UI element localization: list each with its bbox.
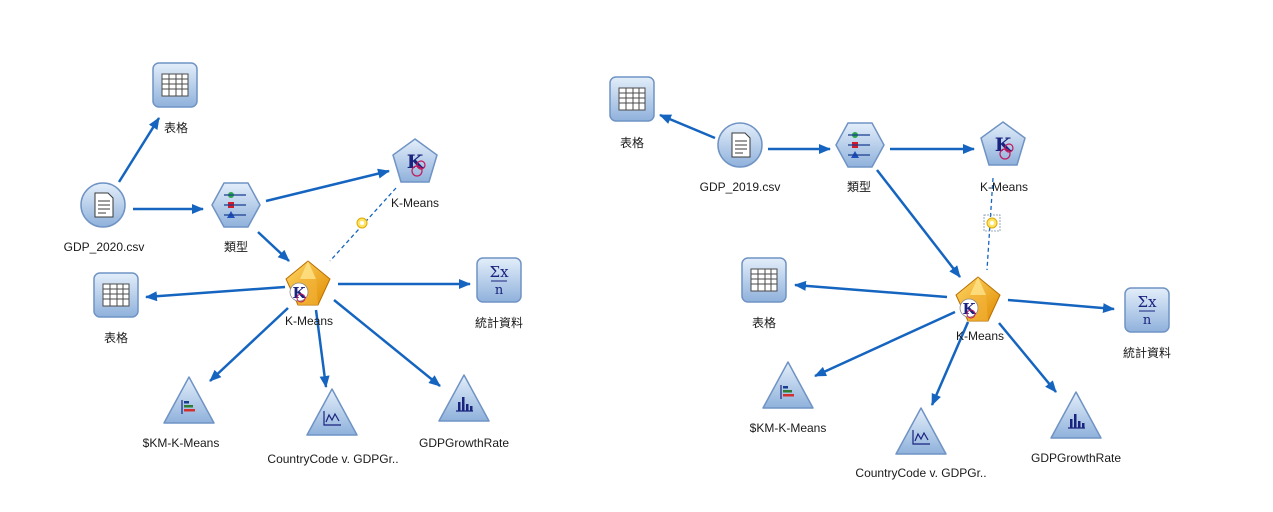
edge-nugget-to-dist xyxy=(209,307,289,382)
type-node-label: 類型 xyxy=(223,240,249,254)
histogram-graph-icon[interactable] xyxy=(1050,391,1102,439)
kmeans-model-nugget-icon[interactable] xyxy=(285,260,331,306)
statistics-node-label: 統計資料 xyxy=(474,316,524,330)
distribution-graph-icon[interactable] xyxy=(163,376,215,424)
statistics-node-label: 統計資料 xyxy=(1122,346,1172,360)
statistics-node-icon[interactable] xyxy=(1124,287,1170,333)
kmeans-model-nugget-icon[interactable] xyxy=(955,276,1001,322)
distribution-node-label: $KM-K-Means xyxy=(749,421,827,435)
kmeans-model-label: K-Means xyxy=(284,314,334,328)
edge-type-to-nugget xyxy=(257,231,290,262)
right-stream-edges xyxy=(659,113,1115,406)
refresh-spark-icon xyxy=(356,217,368,229)
kmeans-model-label: K-Means xyxy=(955,329,1005,343)
distribution-graph-icon[interactable] xyxy=(762,361,814,409)
plot-graph-icon[interactable] xyxy=(306,388,358,436)
kmeans-build-icon[interactable] xyxy=(392,138,438,183)
table-node-icon[interactable] xyxy=(609,76,655,122)
edge-nugget-to-table xyxy=(794,280,948,299)
plot-node-label: CountryCode v. GDPGr.. xyxy=(855,466,987,480)
table-node-icon[interactable] xyxy=(152,62,198,108)
statistics-node-icon[interactable] xyxy=(476,257,522,303)
table-node-icon[interactable] xyxy=(93,272,139,318)
edge-nugget-to-stats xyxy=(1007,298,1115,314)
type-node-label: 類型 xyxy=(846,180,872,194)
source-node-label: GDP_2019.csv xyxy=(699,180,781,194)
histogram-graph-icon[interactable] xyxy=(438,374,490,422)
plot-node-label: CountryCode v. GDPGr.. xyxy=(267,452,399,466)
kmeans-build-label: K-Means xyxy=(979,180,1029,194)
table-node-label: 表格 xyxy=(163,121,189,135)
edge-nugget-to-plot xyxy=(314,309,330,388)
histogram-node-label: GDPGrowthRate xyxy=(1030,451,1122,465)
table-node-label: 表格 xyxy=(619,136,645,150)
source-file-icon[interactable] xyxy=(80,182,126,228)
histogram-node-label: GDPGrowthRate xyxy=(418,436,510,450)
table-node-icon[interactable] xyxy=(741,257,787,303)
edge-nugget-to-dist xyxy=(814,310,956,378)
edge-type-to-kmeans xyxy=(265,168,390,203)
distribution-node-label: $KM-K-Means xyxy=(142,436,220,450)
table-node-label: 表格 xyxy=(751,316,777,330)
kmeans-build-icon[interactable] xyxy=(980,121,1026,166)
edge-source-to-table xyxy=(659,113,716,140)
table-node-label: 表格 xyxy=(103,331,129,345)
refresh-spark-icon xyxy=(983,214,1001,232)
model-link xyxy=(986,177,994,271)
plot-graph-icon[interactable] xyxy=(895,407,947,455)
source-file-icon[interactable] xyxy=(717,122,763,168)
edge-source-to-table xyxy=(117,117,161,183)
source-node-label: GDP_2020.csv xyxy=(63,240,145,254)
type-node-icon[interactable] xyxy=(211,182,261,228)
edge-nugget-to-table xyxy=(145,285,286,302)
edge-nugget-to-hist xyxy=(333,299,441,387)
edge-nugget-to-hist xyxy=(998,322,1057,393)
edge-type-to-nugget xyxy=(876,169,961,278)
type-node-icon[interactable] xyxy=(835,122,885,168)
edge-nugget-to-plot xyxy=(930,321,970,406)
kmeans-build-label: K-Means xyxy=(390,196,440,210)
